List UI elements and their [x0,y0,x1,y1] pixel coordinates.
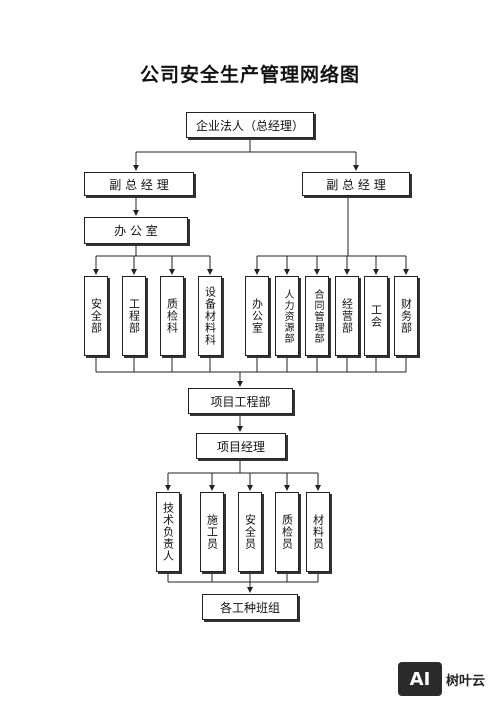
dept-label: 质检科 [165,298,179,334]
dept-label: 财务部 [399,298,413,334]
role-label: 材料员 [311,514,325,550]
dept-box: 人力资源部 [275,276,299,356]
box-work-teams: 各工种班组 [202,594,298,620]
dept-box: 经营部 [335,276,359,356]
diagram-title: 公司安全生产管理网络图 [139,64,360,86]
box-project-dept: 项目工程部 [188,388,293,414]
dept-box: 财务部 [394,276,418,356]
role-box: 施工员 [200,492,224,572]
dept-label: 经营部 [340,298,354,334]
role-box: 技术负责人 [156,492,180,572]
dept-label: 办公室 [250,298,264,334]
role-label: 质检员 [280,514,294,550]
dept-box: 办公室 [245,276,269,356]
dept-box: 安全部 [84,276,108,356]
watermark-brand: 树叶云 [446,674,486,689]
role-label: 安全员 [243,514,257,550]
role-label: 技术负责人 [161,502,175,562]
box-project-manager: 项目经理 [196,433,286,459]
role-box: 质检员 [275,492,299,572]
box-office: 办 公 室 [84,217,188,244]
dept-label: 合同管理部 [312,288,323,344]
dept-box: 工会 [364,276,388,356]
dept-label: 设备材料科 [203,286,217,346]
box-vp-right: 副 总 经 理 [302,172,410,196]
watermark-badge: AI [398,662,442,696]
dept-box: 设备材料科 [198,276,222,356]
box-legal-rep: 企业法人（总经理） [186,112,314,138]
role-label: 施工员 [205,514,219,550]
dept-label: 工程部 [127,298,141,334]
dept-label: 人力资源部 [282,288,293,344]
box-vp-left: 副 总 经 理 [84,172,194,196]
dept-label: 安全部 [89,298,103,334]
dept-box: 工程部 [122,276,146,356]
role-box: 材料员 [306,492,330,572]
dept-box: 质检科 [160,276,184,356]
role-box: 安全员 [238,492,262,572]
dept-label: 工会 [369,304,383,328]
dept-box: 合同管理部 [305,276,329,356]
